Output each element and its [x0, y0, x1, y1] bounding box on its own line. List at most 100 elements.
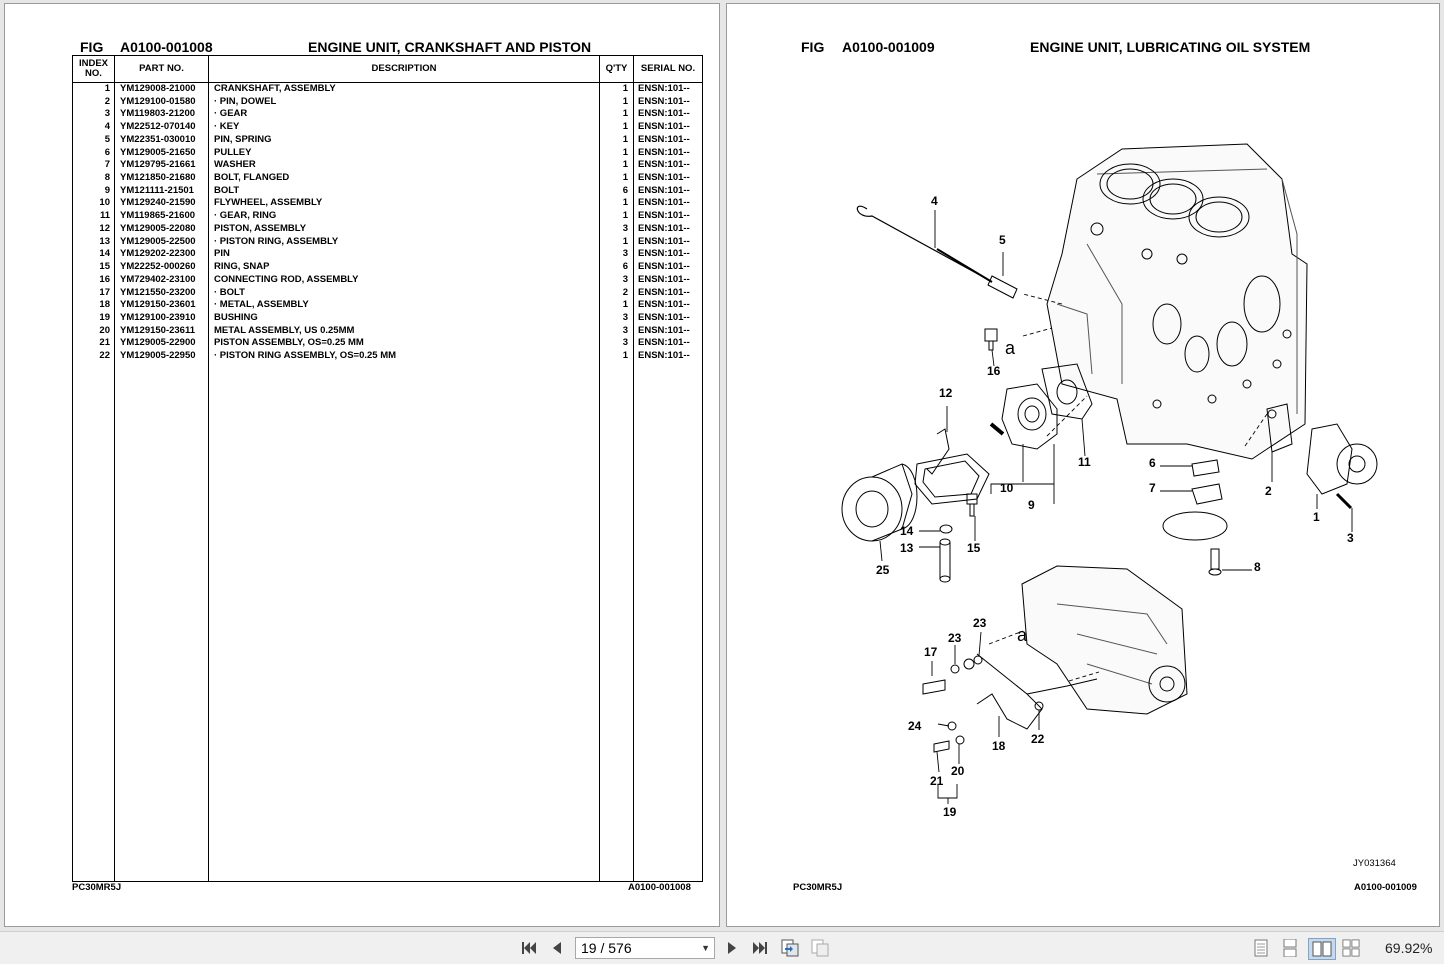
- prev-page-icon[interactable]: [548, 939, 566, 957]
- part-number-cell: YM129005-22900: [120, 337, 196, 349]
- part-number-cell: YM22512-070140: [120, 121, 196, 133]
- callout-13: 13: [900, 541, 914, 555]
- next-view-icon[interactable]: [811, 939, 829, 957]
- index-cell: 15: [99, 261, 110, 273]
- callout-1: 1: [1313, 510, 1320, 524]
- callout-23-b: 23: [973, 616, 987, 630]
- callout-labels: 1 2 3 4 5 6 7 8 9 10 11 12 13 14 15 16 1…: [876, 194, 1354, 819]
- reference-a-upper: a: [1005, 338, 1016, 358]
- col-header-serial-no: SERIAL NO.: [640, 63, 696, 74]
- callout-11: 11: [1078, 455, 1091, 469]
- part-number-cell: YM129005-21650: [120, 146, 196, 158]
- previous-view-icon[interactable]: [781, 939, 799, 957]
- first-page-icon[interactable]: [520, 939, 538, 957]
- quantity-cell: 1: [622, 133, 628, 145]
- col-header-index: INDEX NO.: [78, 58, 109, 79]
- part-number-cell: YM119803-21200: [120, 108, 196, 120]
- reference-a-lower: a: [1017, 625, 1028, 645]
- index-cell: 14: [99, 248, 110, 260]
- page-number-field[interactable]: 19 / 576 ▼: [575, 937, 715, 959]
- zoom-level[interactable]: 69.92%: [1385, 940, 1433, 956]
- index-cell: 1: [104, 83, 110, 94]
- description-cell: RING, SNAP: [214, 261, 270, 273]
- callout-16: 16: [987, 364, 1001, 378]
- callout-21: 21: [930, 774, 944, 788]
- serial-number-cell: ENSN:101--: [638, 184, 690, 196]
- index-cell: 5: [104, 133, 110, 145]
- serial-number-cell: ENSN:101--: [638, 159, 690, 171]
- serial-number-cell: ENSN:101--: [638, 121, 690, 133]
- description-cell: BOLT, FLANGED: [214, 172, 290, 184]
- description-cell: METAL ASSEMBLY, US 0.25MM: [214, 324, 355, 336]
- serial-number-cell: ENSN:101--: [638, 248, 690, 260]
- description-cell: PULLEY: [214, 146, 252, 158]
- index-cell: 18: [99, 299, 110, 311]
- footer-fig-number: A0100-001009: [1354, 882, 1417, 893]
- fig-number: A0100-001009: [842, 39, 935, 55]
- callout-12: 12: [939, 386, 953, 400]
- page-number-value: 19 / 576: [581, 940, 632, 956]
- footer-fig-number: A0100-001008: [628, 882, 691, 893]
- chevron-down-icon[interactable]: ▼: [701, 943, 710, 953]
- callout-5: 5: [999, 233, 1006, 247]
- part-number-cell: YM129150-23601: [120, 299, 196, 311]
- col-header-qty: Q'TY: [605, 63, 628, 74]
- index-cell: 19: [99, 311, 110, 323]
- description-cell: WASHER: [214, 159, 256, 171]
- quantity-cell: 1: [622, 299, 628, 311]
- col-header-description: DESCRIPTION: [371, 63, 437, 74]
- quantity-cell: 1: [622, 197, 628, 209]
- serial-number-cell: ENSN:101--: [638, 311, 690, 323]
- page-title: ENGINE UNIT, CRANKSHAFT AND PISTON: [308, 39, 592, 55]
- part-number-cell: YM119865-21600: [120, 210, 196, 222]
- serial-number-cell: ENSN:101--: [638, 210, 690, 222]
- part-number-cell: YM129005-22080: [120, 222, 196, 234]
- serial-number-cell: ENSN:101--: [638, 197, 690, 209]
- quantity-cell: 3: [622, 311, 628, 323]
- quantity-cell: 1: [622, 235, 628, 247]
- last-page-icon[interactable]: [751, 939, 769, 957]
- part-number-cell: YM121550-23200: [120, 286, 196, 298]
- serial-number-cell: ENSN:101--: [638, 222, 690, 234]
- index-cell: 22: [99, 350, 110, 362]
- parts-table: INDEX NO. PART NO. DESCRIPTION Q'TY SERI…: [72, 55, 703, 882]
- quantity-cell: 1: [622, 121, 628, 133]
- exploded-parts-diagram: 1 2 3 4 5 6 7 8 9 10 11 12 13 14 15 16 1…: [841, 143, 1378, 819]
- quantity-cell: 6: [622, 184, 628, 196]
- serial-number-cell: ENSN:101--: [638, 350, 690, 362]
- part-number-cell: YM129202-22300: [120, 248, 196, 260]
- serial-number-cell: ENSN:101--: [638, 261, 690, 273]
- description-cell: · METAL, ASSEMBLY: [214, 299, 309, 311]
- quantity-cell: 3: [622, 222, 628, 234]
- serial-number-cell: ENSN:101--: [638, 324, 690, 336]
- quantity-cell: 1: [622, 146, 628, 158]
- serial-number-cell: ENSN:101--: [638, 299, 690, 311]
- part-number-cell: YM129100-23910: [120, 311, 196, 323]
- page-title: ENGINE UNIT, LUBRICATING OIL SYSTEM: [1030, 39, 1311, 55]
- next-page-icon[interactable]: [723, 939, 741, 957]
- serial-number-cell: ENSN:101--: [638, 286, 690, 298]
- part-number-cell: YM129240-21590: [120, 197, 196, 209]
- callout-22: 22: [1031, 732, 1045, 746]
- callout-18: 18: [992, 739, 1006, 753]
- quantity-cell: 1: [622, 83, 628, 94]
- fig-number: A0100-001008: [120, 39, 213, 55]
- callout-19: 19: [943, 805, 957, 819]
- footer-model: PC30MR5J: [72, 882, 122, 893]
- continuous-page-icon[interactable]: [1281, 939, 1299, 957]
- single-page-icon[interactable]: [1252, 939, 1270, 957]
- two-page-icon[interactable]: [1308, 938, 1336, 960]
- serial-number-cell: ENSN:101--: [638, 337, 690, 349]
- quantity-cell: 1: [622, 350, 628, 362]
- two-page-continuous-icon[interactable]: [1342, 939, 1360, 957]
- index-cell: 13: [99, 235, 110, 247]
- part-number-cell: YM129795-21661: [120, 159, 196, 171]
- serial-number-cell: ENSN:101--: [638, 95, 690, 107]
- callout-8: 8: [1254, 560, 1261, 574]
